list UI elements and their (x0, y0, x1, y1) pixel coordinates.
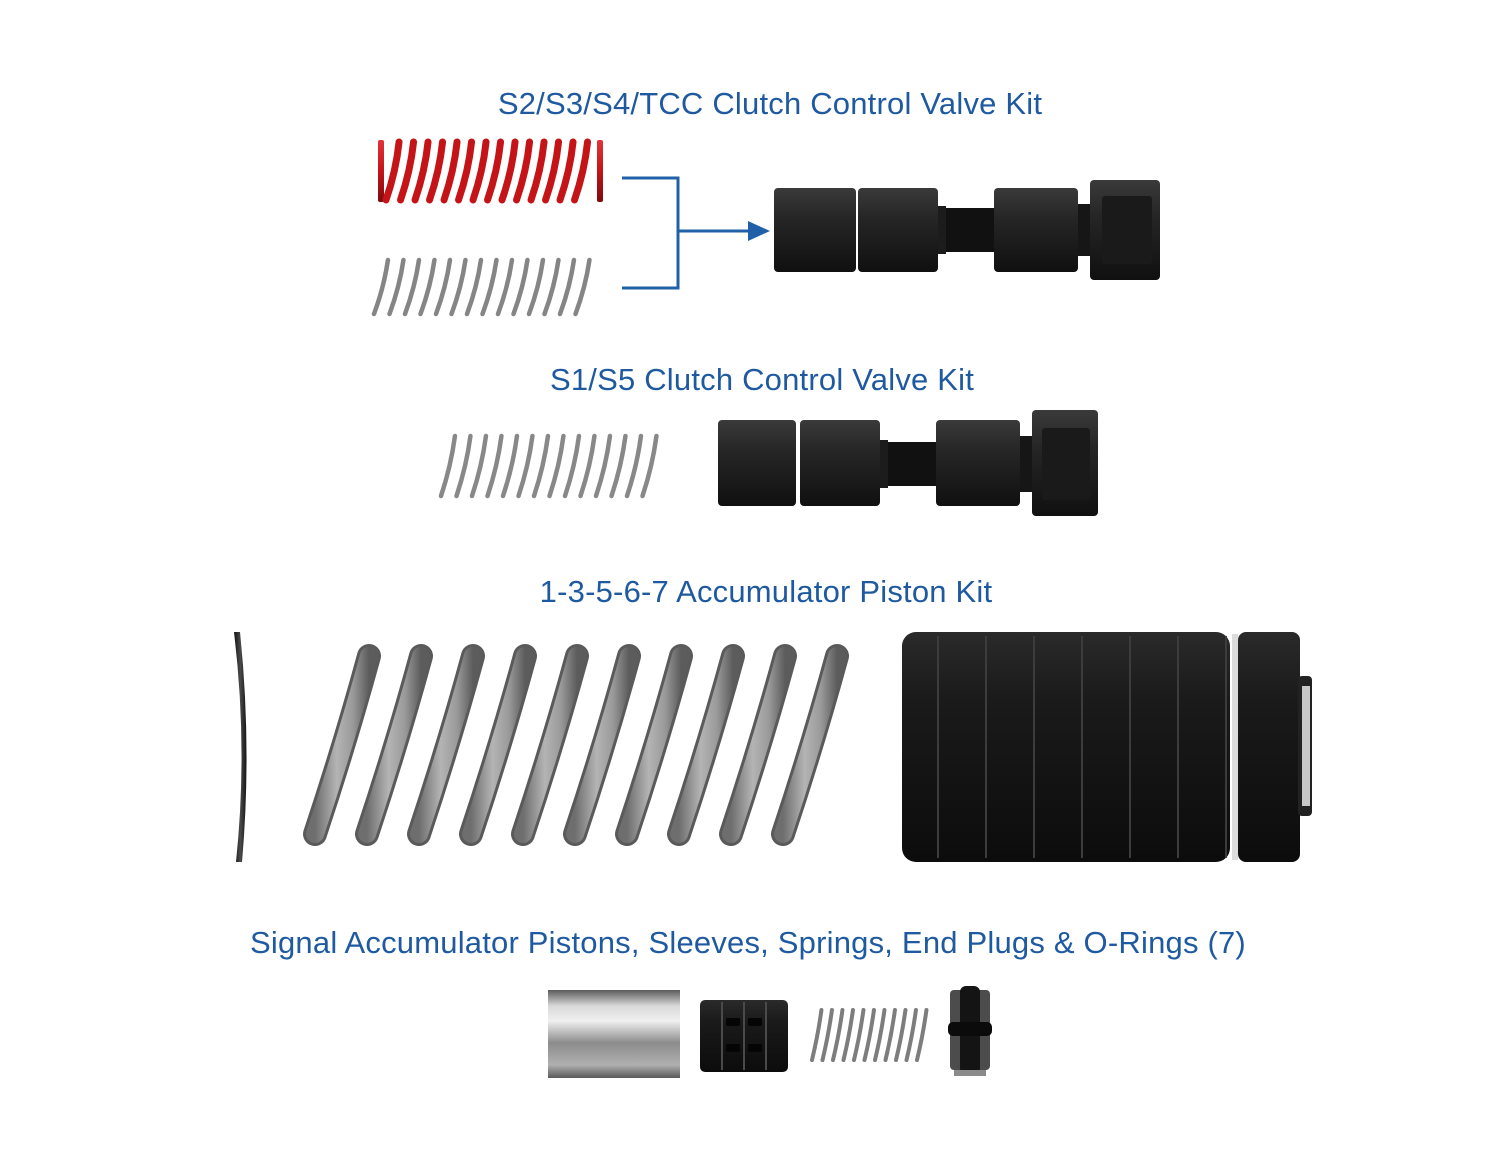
seal-ring-icon (234, 632, 247, 862)
accumulator-piston-icon (902, 632, 1312, 862)
sleeve-icon (548, 990, 680, 1078)
bracket-arrow-icon (622, 176, 770, 290)
small-spring-icon (810, 1008, 929, 1062)
large-spring-icon (303, 644, 849, 846)
gray-spring-icon (371, 257, 592, 317)
kit-title-accumulator-piston: 1-3-5-6-7 Accumulator Piston Kit (539, 574, 993, 609)
valve-icon (718, 410, 1098, 516)
red-spring-icon (378, 138, 603, 204)
end-plug-icon (948, 986, 992, 1076)
kit-title-signal-accumulator: Signal Accumulator Pistons, Sleeves, Spr… (250, 925, 1246, 960)
gray-spring-icon (438, 433, 659, 499)
piston-icon (700, 1000, 788, 1072)
valve-icon (774, 180, 1160, 280)
kit-title-s1-s5: S1/S5 Clutch Control Valve Kit (549, 362, 975, 397)
kit-title-s2-s3-s4-tcc: S2/S3/S4/TCC Clutch Control Valve Kit (497, 86, 1043, 121)
